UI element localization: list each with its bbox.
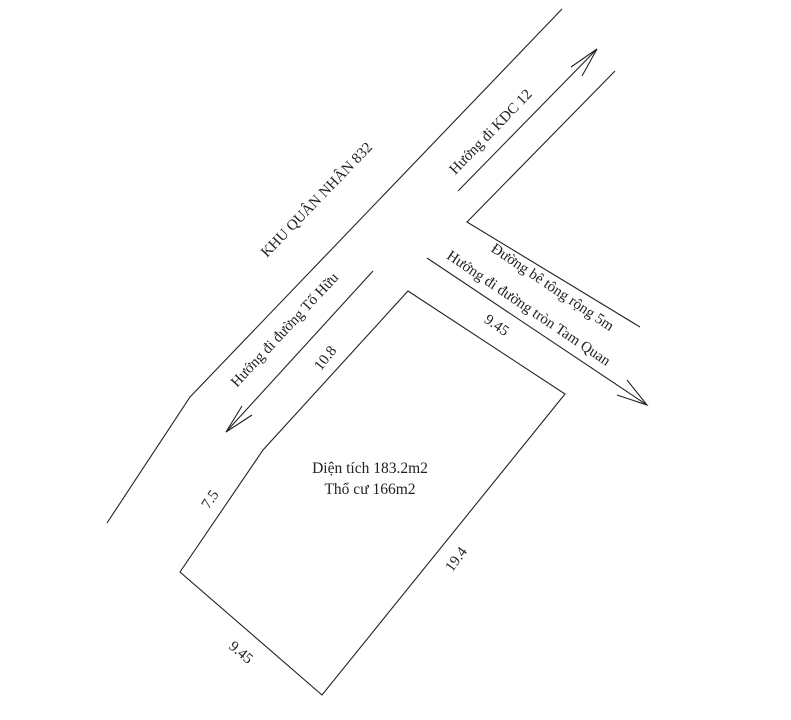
dimension-right: 19.4 (443, 544, 472, 575)
label-huong-to-huu: Hướng đi đường Tố Hữu (228, 270, 342, 391)
label-area: Diện tích 183.2m2 (312, 460, 428, 477)
road-edge-right-outer (466, 70, 641, 328)
dimension-top-left: 10.8 (311, 343, 340, 374)
arrowhead-tam-quan (616, 379, 649, 407)
road-kdc-arrow-line (457, 48, 598, 192)
land-plot-boundary (179, 290, 566, 696)
road-edge-left-outer (106, 8, 563, 524)
road-tam-quan-arrow-line (426, 257, 648, 406)
label-residential: Thổ cư 166m2 (324, 481, 415, 498)
label-huong-kdc: Hướng đi KDC 12 (447, 87, 536, 178)
dimension-left: 7.5 (199, 488, 223, 512)
arrowhead-kdc (570, 48, 598, 77)
dimension-bottom: 9.45 (225, 638, 255, 667)
dimension-top-right: 9.45 (481, 312, 512, 340)
road-to-huu-arrow-line (225, 270, 374, 433)
arrowhead-to-huu (225, 405, 253, 433)
label-khu-quan-nhan: KHU QUÂN NHÂN 832 (258, 139, 376, 261)
